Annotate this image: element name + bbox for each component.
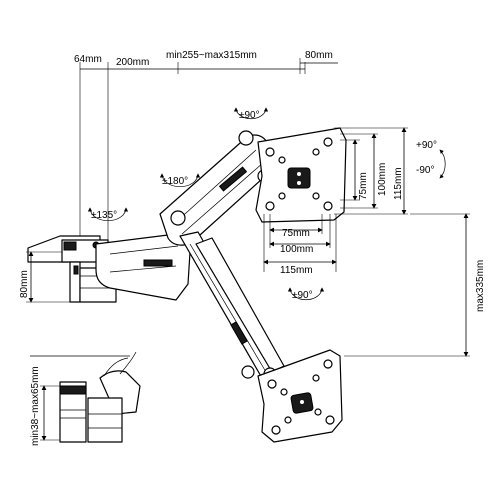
dim-offset-left: 64mm xyxy=(74,54,102,65)
dim-plate-h: 115mm xyxy=(393,167,404,200)
rotation-plate-badge: ±90° xyxy=(287,287,325,301)
dim-vesa-75-w: 75mm xyxy=(282,228,310,239)
dim-vesa-75-h: 75mm xyxy=(358,172,369,200)
dim-plate-offset: 80mm xyxy=(305,50,333,61)
upper-arm xyxy=(159,130,273,246)
vesa-height-dims xyxy=(334,127,408,215)
rotation-tilt-up: +90° xyxy=(416,140,437,151)
top-dimension-lines xyxy=(79,58,338,240)
rotation-plate: ±90° xyxy=(292,290,313,301)
dim-vesa-100-w: 100mm xyxy=(280,244,313,255)
tilt-indicator: +90° -90° xyxy=(416,140,446,179)
clamp-inset xyxy=(30,351,141,443)
dim-arm-range: min255~max315mm xyxy=(166,50,257,61)
dim-vesa-100-h: 100mm xyxy=(377,163,388,196)
rotation-swivel-arm: ±180° xyxy=(162,176,188,187)
lowered-arm xyxy=(179,231,285,381)
rotation-swivel-base-badge: ±135° xyxy=(87,207,129,222)
dim-clamp-range: min38~max65mm xyxy=(30,366,41,446)
rotation-swivel-base: ±135° xyxy=(91,210,117,221)
rotation-swivel-top: ±90° xyxy=(239,110,260,121)
height-dim xyxy=(344,213,470,357)
dim-base-arm: 200mm xyxy=(116,57,149,68)
vesa-plate-bottom xyxy=(257,349,343,443)
dim-mount-height: 80mm xyxy=(19,270,30,298)
dim-plate-w: 115mm xyxy=(280,265,313,276)
rotation-swivel-top-badge: ±90° xyxy=(233,107,269,121)
rotation-tilt-down: -90° xyxy=(416,165,434,176)
mount-height-dim xyxy=(26,251,70,303)
lower-arm xyxy=(95,233,191,301)
vesa-width-dims xyxy=(263,214,337,272)
rotation-swivel-arm-badge: ±180° xyxy=(159,173,201,188)
vesa-plate-top xyxy=(255,127,347,223)
dim-height-range: max335mm xyxy=(475,260,486,312)
